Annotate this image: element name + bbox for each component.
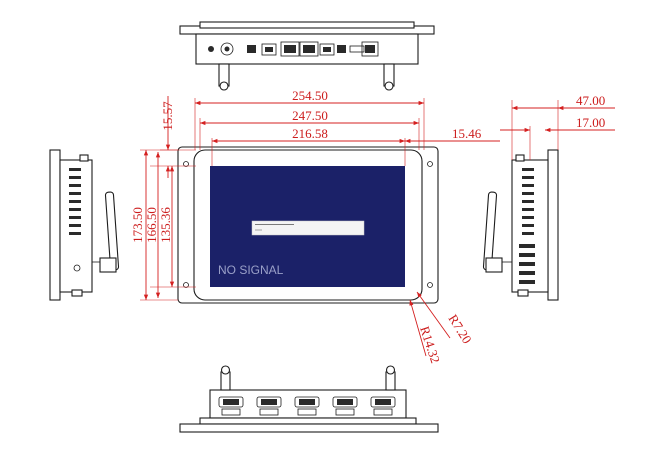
mount-hole-bl (183, 282, 189, 288)
mount-hole-tl (183, 161, 189, 167)
dim-height-bezel: 166.50 (144, 207, 159, 243)
screen-dialog (251, 220, 365, 236)
bottom-view (179, 365, 439, 433)
dim-radius-bezel: R14.32 (417, 324, 443, 365)
front-view: NO SIGNAL (177, 146, 439, 304)
dim-radius-corner: R7.20 (445, 312, 474, 347)
dim-side-margin: 15.46 (452, 126, 482, 141)
dim-height-outer: 173.50 (130, 207, 145, 243)
mount-hole-br (427, 282, 433, 288)
dim-width-bezel: 247.50 (292, 108, 328, 123)
dim-top-margin: 15.57 (160, 101, 175, 131)
no-signal-text: NO SIGNAL (218, 263, 284, 277)
dim-depth-total: 47.00 (576, 93, 605, 108)
top-view (179, 21, 435, 91)
left-side-view (49, 149, 120, 301)
dim-depth-body: 17.00 (576, 115, 605, 130)
mount-hole-tr (427, 161, 433, 167)
dim-height-active: 135.36 (158, 207, 173, 243)
right-side-view (482, 149, 559, 301)
dim-width-active: 216.58 (292, 126, 328, 141)
dim-width-outer: 254.50 (292, 88, 328, 103)
